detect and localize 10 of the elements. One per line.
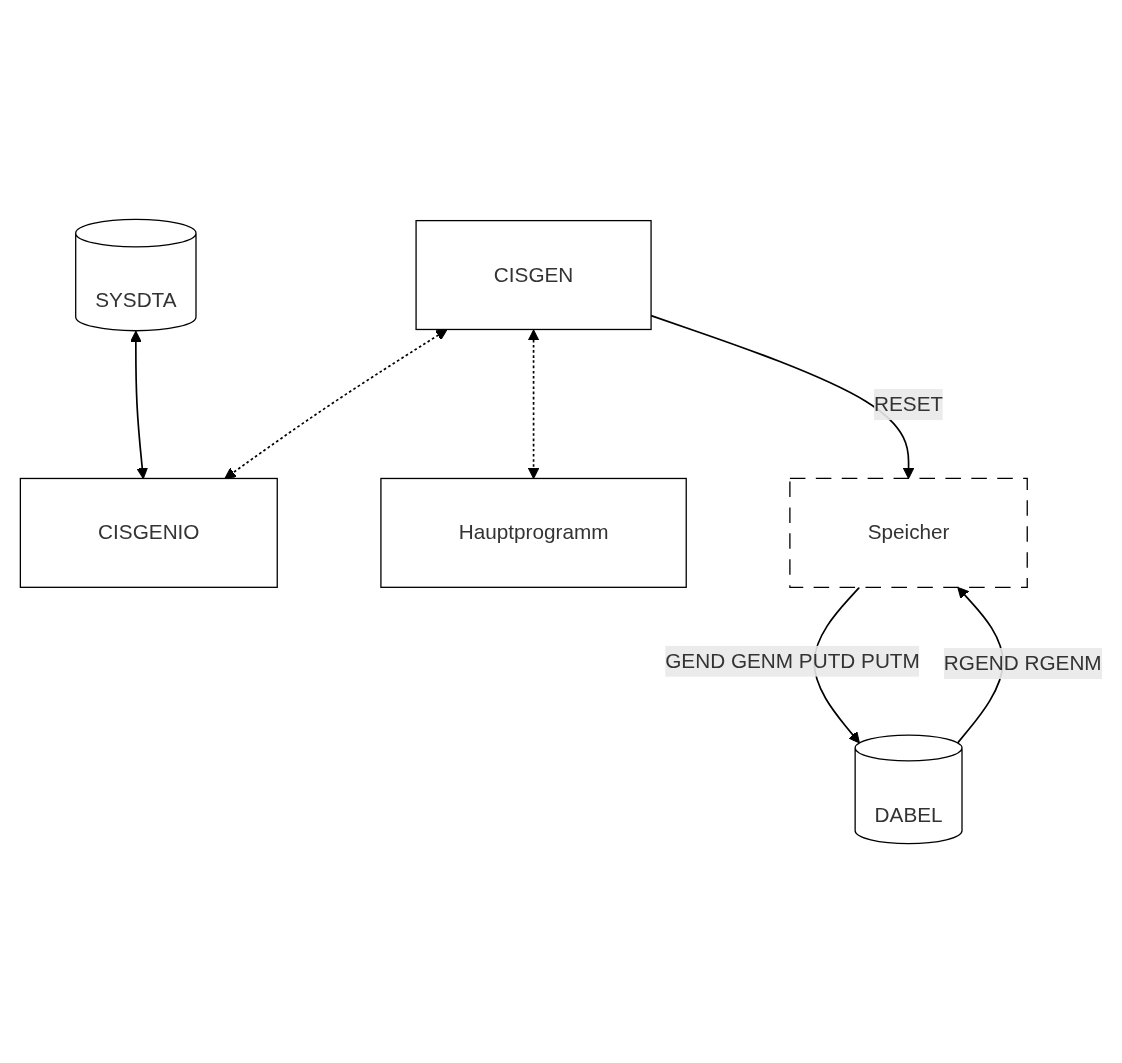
- arrow: [527, 329, 540, 479]
- node-box: CISGEN: [415, 219, 652, 331]
- arrow: [130, 330, 148, 479]
- edge-label: GEND GENM PUTD PUTM: [665, 649, 920, 672]
- node-box: Hauptprogramm: [380, 477, 687, 588]
- edge-label: RGEND RGENM: [943, 651, 1102, 674]
- node-box: CISGENIO: [19, 477, 278, 588]
- arrow: [224, 329, 448, 479]
- edge-label: RESET: [874, 392, 944, 415]
- node-box: Speicher: [789, 477, 1028, 588]
